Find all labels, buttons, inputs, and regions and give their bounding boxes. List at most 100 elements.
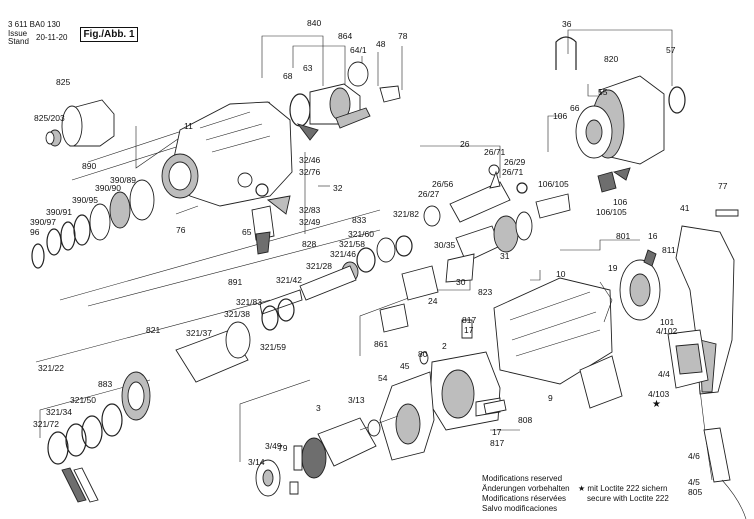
callout-label: 45 (400, 361, 410, 371)
stand-label: Stand (8, 37, 29, 46)
gear-housing-11 (161, 101, 293, 207)
callout-label: 26/71 (502, 167, 524, 177)
callout-label: 30/35 (434, 240, 456, 250)
bearing-group-63 (289, 61, 401, 141)
callout-label: 321/46 (330, 249, 356, 259)
callout-label: 808 (518, 415, 533, 425)
loctite-star-icon: ★ (652, 399, 661, 410)
callout-label: 26 (460, 139, 470, 149)
chuck-825 (45, 99, 115, 147)
fan-baffle-54 (379, 371, 435, 461)
callout-label: 321/38 (224, 309, 250, 319)
small-parts (289, 319, 507, 495)
callout-label: 11 (184, 121, 193, 131)
callout-label: 321/58 (339, 239, 365, 249)
callout-label: 820 (604, 54, 619, 64)
motor-housing-10 (493, 277, 623, 409)
callout-label: 78 (398, 31, 408, 41)
callout-label: 321/60 (348, 229, 374, 239)
callout-label: 3 (316, 403, 321, 413)
callout-label: 817 (490, 438, 505, 448)
callout-label: 17 (464, 325, 474, 335)
callout-label: 16 (648, 231, 658, 241)
callout-label: 833 (352, 215, 367, 225)
callout-label: 390/90 (95, 183, 121, 193)
callout-label: 321/72 (33, 419, 59, 429)
callout-label: 17 (492, 427, 502, 437)
callout-label: 321/28 (306, 261, 332, 271)
stator-2 (429, 351, 501, 431)
callout-label: 19 (608, 263, 618, 273)
callout-label: 106 (553, 111, 568, 121)
callout-label: 106 (613, 197, 628, 207)
callout-label: 890 (82, 161, 97, 171)
callout-label: 9 (548, 393, 553, 403)
callout-label: 390/97 (30, 217, 56, 227)
callout-label: 321/83 (236, 297, 262, 307)
callout-label: 77 (718, 181, 728, 191)
callout-label: 3/49 (265, 441, 282, 451)
switch-4 (667, 329, 713, 481)
loctite-line-de: secure with Loctite 222 (587, 494, 669, 503)
callout-label: 66 (570, 103, 580, 113)
callout-label: 76 (176, 225, 186, 235)
callout-label: 36 (562, 19, 572, 29)
callout-label: 32 (333, 183, 343, 193)
callout-label: 4/102 (656, 326, 678, 336)
issue-date: 20-11-20 (36, 33, 68, 42)
callout-label: 10 (556, 269, 566, 279)
callout-label: 390/95 (72, 195, 98, 205)
callout-label: 823 (478, 287, 493, 297)
callout-label: 817 (462, 315, 477, 325)
callout-label: 321/59 (260, 342, 286, 352)
callout-label: 41 (680, 203, 690, 213)
callout-label: 321/37 (186, 328, 212, 338)
callout-label: 891 (228, 277, 243, 287)
callout-label: 390/91 (46, 207, 72, 217)
callout-label: 32/49 (299, 217, 321, 227)
callout-label: 321/42 (276, 275, 302, 285)
callout-label: 32/76 (299, 167, 321, 177)
cable-805 (703, 427, 747, 519)
callout-label: 825/203 (34, 113, 65, 123)
callout-label: 64/1 (350, 45, 367, 55)
callout-label: 321/22 (38, 363, 64, 373)
ring-stack-390 (31, 179, 155, 269)
callout-label: 106/105 (538, 179, 569, 189)
callout-label: 840 (307, 18, 322, 28)
callout-label: 31 (500, 251, 510, 261)
callout-label: 321/34 (46, 407, 72, 417)
callout-label: 96 (30, 227, 40, 237)
callout-label: 390/89 (110, 175, 136, 185)
callout-label: 32/46 (299, 155, 321, 165)
loctite-line-en: mit Loctite 222 sichern (587, 484, 668, 493)
callout-label: 101 (660, 317, 675, 327)
loctite-star-icon: ★ (578, 484, 586, 493)
modifications-note: Modifications reserved Änderungen vorbeh… (482, 474, 570, 514)
callout-label: 26/71 (484, 147, 506, 157)
callout-label: 321/50 (70, 395, 96, 405)
callout-label: 65 (242, 227, 252, 237)
callout-label: 30 (456, 277, 466, 287)
callout-label: 26/29 (504, 157, 526, 167)
gear-30 (445, 211, 533, 283)
callout-label: 3/13 (348, 395, 365, 405)
callout-label: 825 (56, 77, 71, 87)
loctite-note: ★ mit Loctite 222 sichern secure with Lo… (578, 484, 669, 504)
callout-label: 48 (376, 39, 386, 49)
selector-32 (175, 183, 291, 255)
callout-label: 4/5 (688, 477, 700, 487)
callout-label: 828 (302, 239, 317, 249)
callout-label: 883 (98, 379, 113, 389)
motor-end-820 (555, 36, 686, 193)
callout-label: 3/14 (248, 457, 265, 467)
armature-3 (255, 415, 399, 497)
figure-label: Fig./Abb. 1 (80, 27, 138, 42)
callout-label: 805 (688, 487, 703, 497)
callout-label: 321/82 (393, 209, 419, 219)
callout-label: 106/105 (596, 207, 627, 217)
callout-label: 4/6 (688, 451, 700, 461)
brush-plate-801 (599, 249, 661, 323)
